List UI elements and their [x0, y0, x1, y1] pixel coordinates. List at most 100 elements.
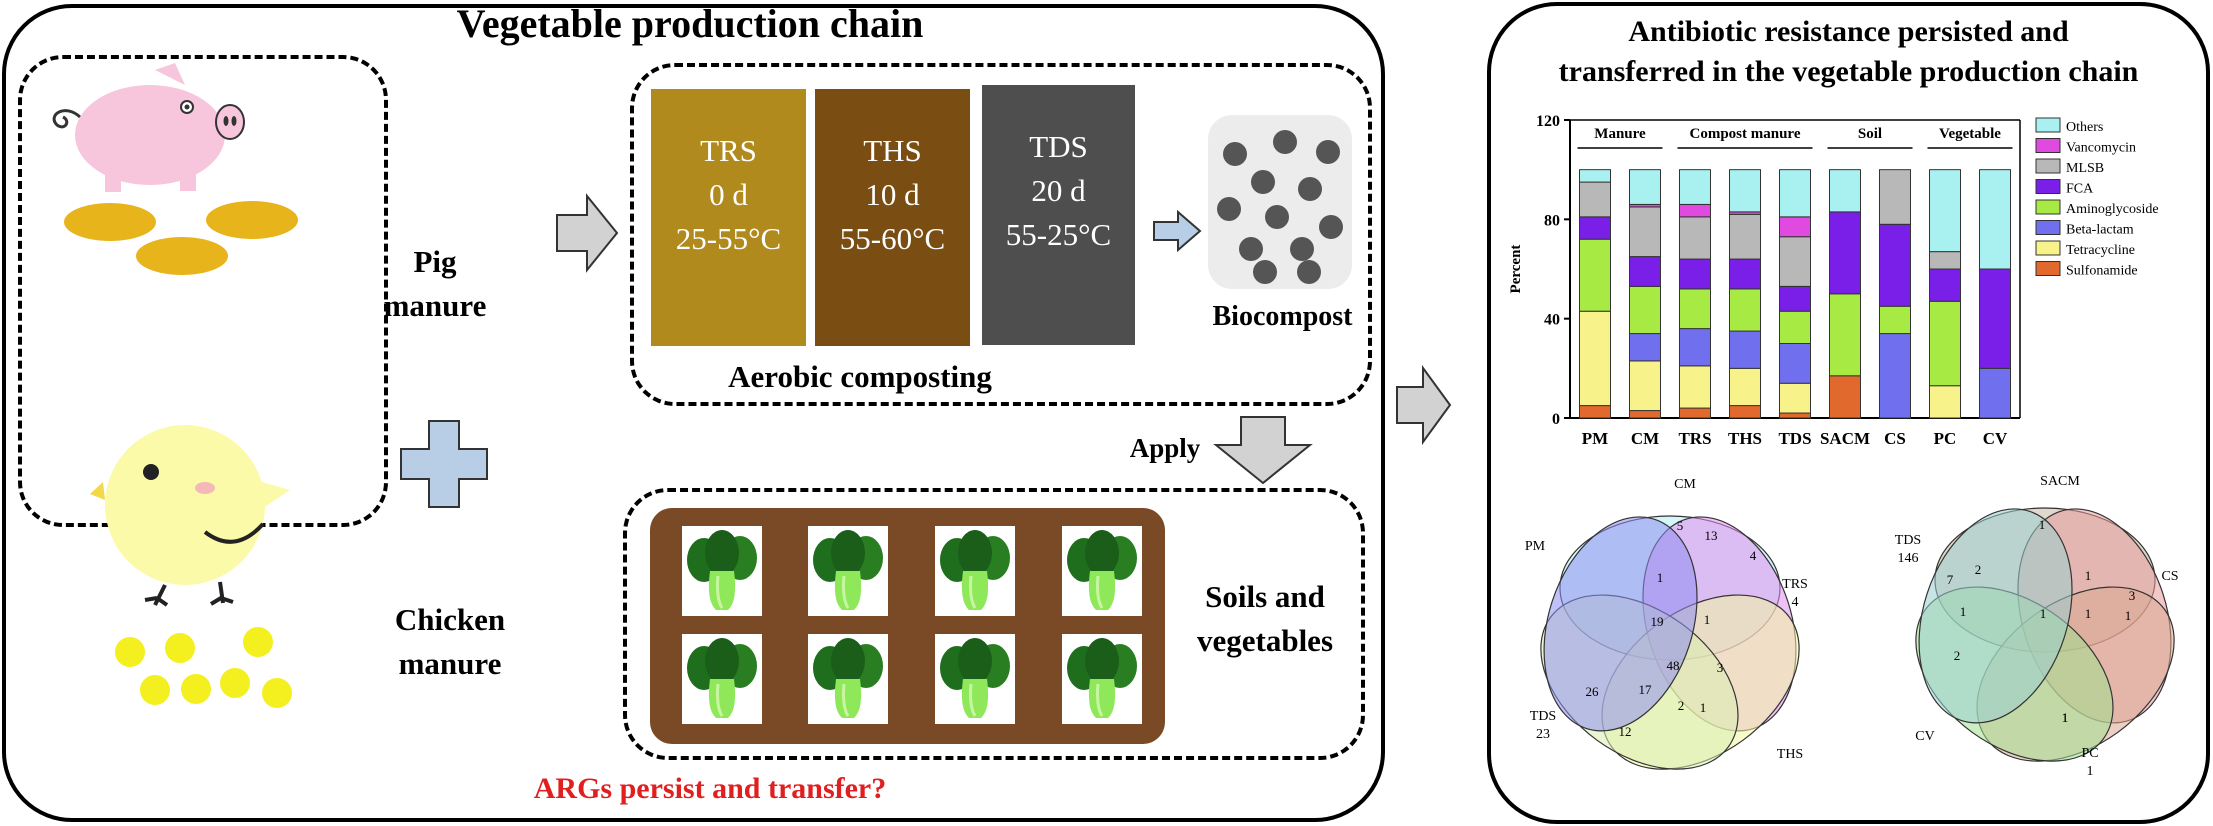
stage-ths-name: THS [863, 133, 922, 168]
bar-segment [1829, 169, 1861, 213]
x-tick-label: THS [1728, 429, 1762, 448]
legend-label: Sulfonamide [2066, 264, 2138, 279]
stage-tds-day: 20 d [1031, 173, 1086, 208]
bar-segment [1579, 405, 1611, 419]
stage-trs-temp: 25-55°C [675, 221, 782, 256]
bar-segment [1929, 300, 1961, 387]
venn-count: 2 [1954, 648, 1961, 663]
y-tick-label: 40 [1544, 312, 1560, 329]
bar-segment [1679, 328, 1711, 367]
venn-count: 1 [2062, 710, 2069, 725]
bar-segment [1579, 181, 1611, 218]
bar-segment [1679, 365, 1711, 409]
venn-set-label: PM [1525, 539, 1546, 554]
stage-ths: THS 10 d 55-60°C [815, 89, 970, 346]
venn-count: 1 [2085, 606, 2092, 621]
legend-label: MLSB [2066, 161, 2104, 176]
bar-segment [1729, 405, 1761, 419]
venn-count: 13 [1705, 528, 1718, 543]
venn-set-label: CV [1915, 729, 1934, 744]
legend-swatch [2035, 199, 2061, 215]
legend-swatch [2035, 240, 2061, 256]
bar-segment [1779, 216, 1811, 238]
vegetable-icon [1062, 526, 1142, 616]
venn-count: 1 [2085, 568, 2092, 583]
bar-segment [1779, 310, 1811, 344]
bar-segment [1979, 268, 2011, 369]
venn-sets [1540, 515, 1800, 770]
bar-segment [1829, 293, 1861, 377]
bar-segment [1929, 268, 1961, 302]
bar-segment [1579, 238, 1611, 312]
stage-trs-day: 0 d [709, 177, 748, 212]
stage-trs: TRS 0 d 25-55°C [651, 89, 806, 346]
bar-segment [1629, 360, 1661, 412]
results-panel [1487, 2, 2210, 824]
venn-count: 7 [1947, 572, 1954, 587]
venn-count: 1 [2039, 517, 2046, 532]
vegetable-icon [682, 634, 762, 724]
vegetable-icon [808, 634, 888, 724]
plus-icon [400, 420, 488, 508]
y-tick-label: 120 [1536, 113, 1560, 130]
results-title: Antibiotic resistance persisted and tran… [1487, 12, 2210, 92]
arrow-to-results-icon [1396, 365, 1452, 445]
bar-segment [1729, 367, 1761, 407]
bar-segment [1779, 382, 1811, 414]
pig-manure-label-line2: manure [383, 288, 487, 323]
chicken-manure-pellets-icon [115, 627, 292, 708]
venn-count: 17 [1639, 682, 1653, 697]
composting-box [630, 63, 1372, 406]
pig-icon [52, 63, 245, 192]
x-tick-label: CM [1631, 429, 1659, 448]
legend-label: FCA [2066, 182, 2094, 197]
chicken-manure-label-line2: manure [398, 646, 502, 681]
legend-swatch [2035, 220, 2061, 235]
venn-count: 19 [1651, 614, 1664, 629]
bar-segment [1629, 256, 1661, 287]
bar-segment [1779, 236, 1811, 287]
venn-set-label: CS [2161, 569, 2178, 584]
bar-segment [1629, 169, 1661, 205]
apply-label: Apply [1129, 433, 1201, 463]
venn-count: 26 [1586, 684, 1600, 699]
bar-segment [1679, 407, 1711, 419]
bar-segment [1679, 258, 1711, 290]
bar-segment [1929, 251, 1961, 270]
pig-manure-label: Pig manure [360, 240, 510, 328]
bar-segment [1829, 375, 1861, 419]
vegetable-icon [1062, 634, 1142, 724]
bar-segment [1679, 288, 1711, 330]
venn-count: 3 [1717, 660, 1724, 675]
bar-segment [1779, 169, 1811, 218]
venn-count: 2 [1975, 562, 1982, 577]
x-tick-label: CS [1884, 429, 1906, 448]
venn-count: 1 [2062, 710, 2069, 725]
bar-segment [1929, 385, 1961, 419]
bar-segment [1779, 412, 1811, 419]
bar-segment [1629, 206, 1661, 258]
soil-field [650, 508, 1165, 744]
bar-segment [1629, 285, 1661, 335]
group-label: Vegetable [1939, 126, 2001, 142]
venn-count: 1 [1960, 604, 1967, 619]
bar-segment [1679, 203, 1711, 218]
aerobic-composting-label: Aerobic composting [728, 359, 992, 394]
legend-swatch [2035, 179, 2061, 194]
legend-swatch [2035, 158, 2061, 174]
bar-segment [1879, 223, 1911, 307]
x-tick-label: TRS [1678, 429, 1711, 448]
x-tick-label: CV [1983, 429, 2008, 448]
group-label: Manure [1594, 126, 1646, 142]
venn-count: 48 [1667, 658, 1680, 673]
chicken-icon [90, 425, 290, 607]
x-tick-label: PC [1934, 429, 1957, 448]
venn-sets [1915, 507, 2175, 762]
bar-segment [1779, 343, 1811, 384]
vegetable-icon [808, 526, 888, 616]
venn-count: 4 [1750, 548, 1757, 563]
chicken-manure-label-line1: Chicken [394, 602, 506, 637]
bar-segment [1729, 330, 1761, 369]
